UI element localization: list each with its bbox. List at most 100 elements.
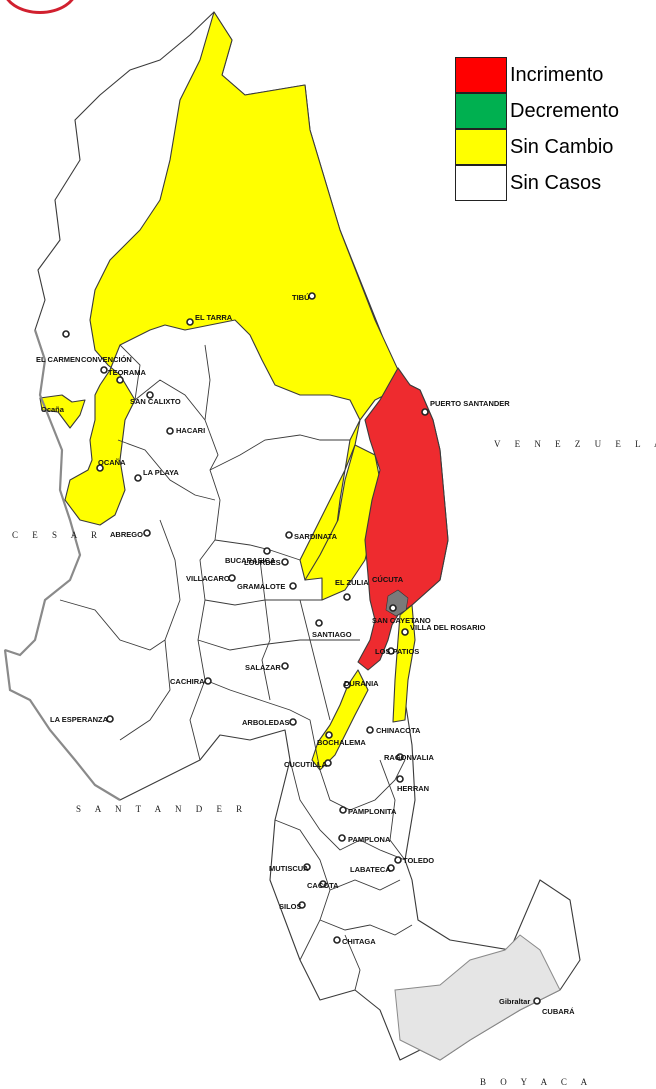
town-dot-cubara — [533, 997, 541, 1005]
town-dot-gramalote — [289, 582, 297, 590]
legend-swatch-sin-cambio — [455, 129, 507, 165]
town-label-cubara: CUBARÁ — [542, 1007, 575, 1016]
town-label-el-tarra: EL TARRA — [195, 313, 233, 322]
town-labels: TIBÚ EL TARRA EL CARMEN CONVENCIÓN TEORA… — [36, 293, 575, 1016]
town-dot-pamplona — [338, 834, 346, 842]
town-label-abrego: ABREGO — [110, 530, 143, 539]
town-label-santiago: SANTIAGO — [312, 630, 352, 639]
town-label-la-esperanza: LA ESPERANZA — [50, 715, 109, 724]
town-dot-los-patios — [387, 647, 395, 655]
town-label-salazar: SALAZAR — [245, 663, 281, 672]
town-label-tibu: TIBÚ — [292, 293, 310, 302]
legend-swatch-incremento — [455, 57, 507, 93]
town-label-cucutilla: CUCUTILLA — [284, 760, 327, 769]
town-dot-toledo — [394, 856, 402, 864]
legend-item-decremento: Decremento — [455, 93, 655, 129]
town-dot-abrego — [143, 529, 151, 537]
legend-swatch-sin-casos — [455, 165, 507, 201]
boyaca-hatched-area — [394, 934, 561, 1061]
map-legend: Incrimento Decremento Sin Cambio Sin Cas… — [455, 57, 655, 201]
town-dot-bochalema — [325, 731, 333, 739]
town-label-gibraltar: Gibraltar — [499, 997, 530, 1006]
town-label-lourdes: LOURDES — [244, 558, 281, 567]
town-dot-cacota — [319, 880, 327, 888]
town-label-gramalote: GRAMALOTE — [237, 582, 285, 591]
town-dot-teorama — [116, 376, 124, 384]
town-label-ocana: OCAÑA — [98, 458, 126, 467]
town-label-ocana-box: Ocaña — [41, 405, 65, 414]
legend-item-incremento: Incrimento — [455, 57, 655, 93]
town-label-mutiscua: MUTISCUA — [269, 864, 309, 873]
town-label-pamplona: PAMPLONA — [348, 835, 391, 844]
town-dot-arboledas — [289, 718, 297, 726]
label-boyaca: B O Y A C A — [480, 1077, 593, 1087]
town-dot-ragonvalia — [396, 753, 404, 761]
town-label-ragonvalia: RAGONVALIA — [384, 753, 434, 762]
town-label-villacaro: VILLACARO — [186, 574, 230, 583]
town-dot-labateca — [387, 864, 395, 872]
legend-label-incremento: Incrimento — [510, 63, 604, 86]
town-dot-hacari — [166, 427, 174, 435]
town-label-el-carmen: EL CARMEN — [36, 355, 80, 364]
region-bochalema — [311, 669, 369, 771]
town-dot-tibu — [308, 292, 316, 300]
town-dot-chinacota — [366, 726, 374, 734]
town-dot-san-cayetano — [389, 604, 397, 612]
town-dot-silos — [298, 901, 306, 909]
legend-item-sin-cambio: Sin Cambio — [455, 129, 655, 165]
town-label-teorama: TEORAMA — [108, 368, 146, 377]
town-dot-cucutilla — [324, 759, 332, 767]
town-markers — [62, 292, 541, 1005]
town-label-los-patios: LOS PATIOS — [375, 647, 419, 656]
town-dot-el-tarra — [186, 318, 194, 326]
town-dot-cachira — [204, 677, 212, 685]
town-dot-chitaga — [333, 936, 341, 944]
town-label-herran: HERRAN — [397, 784, 429, 793]
cesar-border — [4, 329, 82, 657]
town-dot-puerto-santander — [421, 408, 429, 416]
town-label-convencion: CONVENCIÓN — [81, 355, 132, 364]
town-label-pamplonita: PAMPLONITA — [348, 807, 397, 816]
town-dot-ocana — [96, 464, 104, 472]
label-venezuela: V E N E Z U E L A — [494, 439, 656, 449]
legend-label-decremento: Decremento — [510, 99, 619, 122]
region-sin-cambio-north — [64, 11, 406, 581]
town-dot-villacaro — [228, 574, 236, 582]
town-dot-el-carmen — [62, 330, 70, 338]
label-cesar: C E S A R — [12, 530, 103, 540]
town-dot-sardinata — [285, 531, 293, 539]
town-label-chinacota: CHINACOTA — [376, 726, 421, 735]
town-dot-la-esperanza — [106, 715, 114, 723]
town-label-la-playa: LA PLAYA — [143, 468, 179, 477]
region-villa-del-rosario — [392, 604, 416, 723]
town-dot-durania — [343, 681, 351, 689]
town-label-toledo: TOLEDO — [403, 856, 434, 865]
town-label-el-zulia: EL ZULIA — [335, 578, 369, 587]
legend-label-sin-cambio: Sin Cambio — [510, 135, 614, 158]
town-label-labateca: LABATECA — [350, 865, 391, 874]
town-label-sardinata: SARDINATA — [294, 532, 338, 541]
legend-item-sin-casos: Sin Casos — [455, 165, 655, 201]
town-label-silos: SILOS — [279, 902, 302, 911]
municipal-boundaries — [59, 344, 413, 991]
legend-label-sin-casos: Sin Casos — [510, 171, 602, 194]
town-dot-convencion — [100, 366, 108, 374]
town-dot-el-zulia — [343, 593, 351, 601]
town-label-cacota: CACOTA — [307, 881, 339, 890]
town-label-cachira: CACHIRA — [170, 677, 205, 686]
town-label-chitaga: CHITAGA — [342, 937, 376, 946]
town-dot-salazar — [281, 662, 289, 670]
town-label-san-cayetano: SAN CAYETANO — [372, 616, 431, 625]
town-dot-mutiscua — [303, 863, 311, 871]
town-dot-santiago — [315, 619, 323, 627]
town-label-bucarasica: BUCARASICA — [225, 556, 276, 565]
town-label-san-calixto: SAN CALIXTO — [130, 397, 181, 406]
legend-swatch-decremento — [455, 93, 507, 129]
town-label-arboledas: ARBOLEDAS — [242, 718, 290, 727]
town-dot-la-playa — [134, 474, 142, 482]
town-label-bochalema: BOCHALEMA — [317, 738, 366, 747]
label-santander: S A N T A N D E R — [76, 804, 248, 814]
town-label-hacari: HACARI — [176, 426, 205, 435]
town-dot-villa-del-rosario — [401, 628, 409, 636]
